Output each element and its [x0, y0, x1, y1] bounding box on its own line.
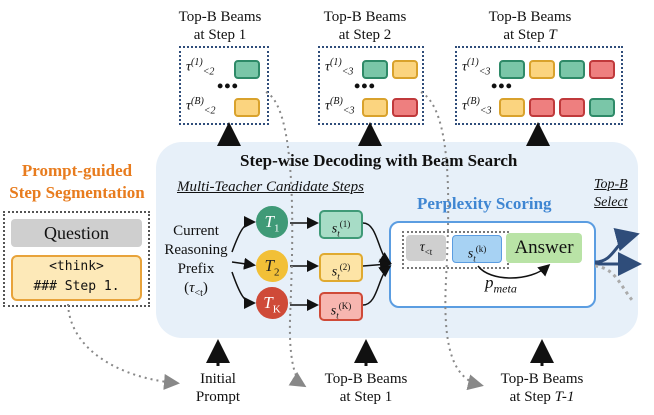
segment-answer: Answer [506, 233, 582, 263]
beam-t-bottom-label: τ(B)<3 [462, 96, 492, 117]
segmentation-box: Question <think>### Step 1. [3, 211, 150, 307]
scoring-title: Perplexity Scoring [417, 194, 552, 213]
segment-step: st(k) [452, 235, 502, 263]
beam-group-t: τ(1)<3 ••• τ(B)<3 [455, 46, 623, 125]
think-block: <think>### Step 1. [11, 255, 142, 301]
ellipsis: ••• [491, 76, 513, 96]
teacher-k-icon: TK [256, 287, 288, 319]
candidate-step-2: st(2) [319, 253, 363, 282]
beam-chip [392, 98, 418, 117]
beam-chip [559, 98, 585, 117]
beam-chip [559, 60, 585, 79]
teacher-1-icon: T1 [256, 206, 288, 238]
beam-group-1: τ(1)<2 ••• τ(B)<2 [179, 46, 269, 125]
beam-chip [589, 98, 615, 117]
beam-chip [234, 98, 260, 117]
teacher-2-icon: T2 [256, 250, 288, 282]
beam-chip [234, 60, 260, 79]
question-block: Question [11, 219, 142, 247]
beam-2-bottom-label: τ(B)<3 [325, 96, 355, 117]
beam-chip [499, 98, 525, 117]
beam-chip [392, 60, 418, 79]
beam-1-top-label: τ(1)<2 [186, 57, 215, 78]
beam-2-top-label: τ(1)<3 [325, 57, 354, 78]
beam-chip [362, 60, 388, 79]
beam-chip [529, 98, 555, 117]
main-title: Step-wise Decoding with Beam Search [240, 151, 518, 170]
candidate-step-k: st(K) [319, 292, 363, 321]
segment-prefix: τ<t [406, 235, 446, 261]
candidates-label: Multi-Teacher Candidate Steps [177, 179, 364, 195]
beam-chip [362, 98, 388, 117]
candidate-step-1: st(1) [319, 210, 363, 239]
ellipsis: ••• [217, 76, 239, 96]
beam-chip [529, 60, 555, 79]
perplexity-scoring-box: Perplexity Scoring τ<t st(k) Answer pmet… [389, 194, 596, 308]
beam-chip [589, 60, 615, 79]
beam-1-bottom-label: τ(B)<2 [186, 96, 216, 117]
ellipsis: ••• [354, 76, 376, 96]
beam-group-2: τ(1)<3 ••• τ(B)<3 [318, 46, 424, 125]
beam-chip [499, 60, 525, 79]
p-meta-label: pmeta [485, 273, 517, 296]
beam-t-top-label: τ(1)<3 [462, 57, 491, 78]
